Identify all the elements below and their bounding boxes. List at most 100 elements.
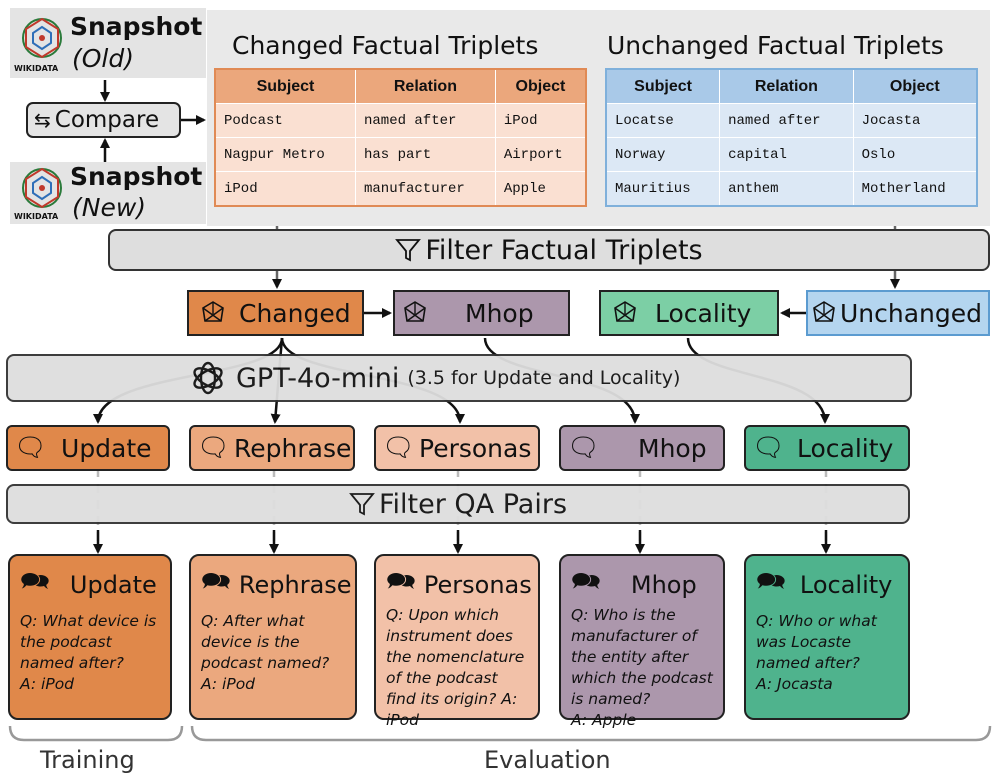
graph-icon: [202, 301, 224, 322]
wikidata-logo-text: WIKIDATA: [14, 64, 59, 73]
qa-personas-label: Personas: [419, 433, 532, 463]
card-personas-title: Personas: [423, 570, 532, 599]
column-header: Subject: [214, 68, 356, 104]
filter-factual-triplets-bar: Filter Factual Triplets: [108, 229, 990, 271]
qa-chat-icon: 🗨: [752, 433, 786, 463]
snapshot-new-tag: (New): [72, 193, 147, 222]
wikidata-logo-icon: [22, 167, 62, 209]
openai-logo-icon: [193, 361, 223, 395]
mhop-box: Mhop: [393, 290, 570, 336]
column-header: Relation: [354, 68, 496, 104]
card-update-answer: A: iPod: [20, 675, 75, 693]
card-mhop-title: Mhop: [630, 570, 697, 599]
table-cell: Airport: [494, 137, 587, 172]
training-label: Training: [40, 746, 135, 774]
filter-icon: [349, 493, 375, 516]
card-update-question: Q: What device is the podcast named afte…: [20, 612, 157, 672]
snapshot-old-tag: (Old): [72, 44, 134, 73]
changed-box: Changed: [187, 290, 364, 336]
card-mhop-question: Q: Who is the manufacturer of the entity…: [571, 606, 713, 708]
card-personas-question: Q: Upon which instrument does the nomenc…: [386, 606, 525, 729]
qa-mhop-box: 🗨 Mhop: [559, 425, 725, 471]
filter-qa-pairs-bar: Filter QA Pairs: [6, 484, 910, 524]
qa-personas-box: 🗨 Personas: [374, 425, 540, 471]
qa-chat-icon: 🗪: [201, 567, 231, 595]
table-cell: named after: [719, 103, 854, 138]
qa-chat-icon: 🗨: [14, 433, 48, 463]
qa-locality-label: Locality: [797, 433, 894, 463]
card-mhop-answer: A: Apple: [571, 711, 637, 729]
compare-box: ⇆ Compare: [26, 102, 181, 138]
filter-qa-pairs-label: Filter QA Pairs: [378, 488, 568, 520]
gpt-bar: GPT-4o-mini (3.5 for Update and Locality…: [6, 354, 912, 402]
changed-table-title: Changed Factual Triplets: [232, 31, 539, 60]
locality-box-label: Locality: [655, 298, 752, 328]
qa-chat-icon: 🗨: [197, 433, 231, 463]
wikidata-logo-icon: [22, 17, 62, 59]
snapshot-new: WIKIDATA Snapshot (New): [10, 162, 206, 224]
table-cell: Jocasta: [852, 103, 978, 138]
column-header: Object: [494, 68, 587, 104]
unchanged-box: Unchanged: [806, 290, 990, 336]
table-cell: named after: [354, 103, 496, 138]
card-update-title: Update: [69, 570, 157, 599]
qa-chat-icon: 🗨: [382, 433, 416, 463]
card-update: 🗪 Update Q: What device is the podcast na…: [8, 554, 172, 720]
gpt-note: (3.5 for Update and Locality): [407, 367, 681, 389]
mhop-box-label: Mhop: [465, 298, 534, 328]
changed-box-label: Changed: [239, 298, 351, 328]
table-cell: anthem: [719, 171, 854, 207]
qa-chat-icon: 🗪: [756, 567, 786, 595]
qa-mhop-label: Mhop: [638, 433, 707, 463]
table-cell: Apple: [494, 171, 587, 207]
unchanged-table-title: Unchanged Factual Triplets: [607, 31, 944, 60]
qa-update-label: Update: [61, 433, 152, 463]
evaluation-label: Evaluation: [484, 746, 611, 774]
table-cell: iPod: [214, 171, 356, 207]
card-locality: 🗪Locality Q: Who or what was Locaste nam…: [744, 554, 910, 720]
snapshot-new-title: Snapshot: [70, 162, 203, 191]
graph-icon: [614, 301, 636, 322]
table-cell: Motherland: [852, 171, 978, 207]
table-cell: iPod: [494, 103, 587, 138]
wikidata-logo-text: WIKIDATA: [14, 212, 59, 221]
table-cell: capital: [719, 137, 854, 172]
graph-icon: [813, 301, 835, 322]
column-header: Object: [852, 68, 978, 104]
snapshot-old-title: Snapshot: [70, 12, 203, 41]
table-cell: Podcast: [214, 103, 356, 138]
graph-icon: [404, 301, 426, 322]
card-personas: 🗪Personas Q: Upon which instrument does …: [374, 554, 540, 729]
card-rephrase-answer: A: iPod: [201, 675, 256, 693]
qa-chat-icon: 🗨: [567, 433, 601, 463]
snapshot-old: WIKIDATA Snapshot (Old): [10, 8, 206, 78]
card-rephrase-question: Q: After what device is the podcast name…: [201, 612, 330, 672]
qa-chat-icon: 🗪: [571, 567, 601, 595]
column-header: Relation: [719, 68, 854, 104]
qa-chat-icon: 🗪: [20, 567, 50, 595]
filter-icon: [395, 239, 422, 262]
filter-factual-triplets-label: Filter Factual Triplets: [425, 234, 703, 266]
locality-box: Locality: [599, 290, 779, 336]
column-header: Subject: [605, 68, 721, 104]
table-cell: has part: [354, 137, 496, 172]
table-cell: Oslo: [852, 137, 978, 172]
qa-update-box: 🗨 Update: [6, 425, 170, 471]
qa-rephrase-box: 🗨 Rephrase: [189, 425, 355, 471]
table-cell: manufacturer: [354, 171, 496, 207]
compare-label: Compare: [54, 107, 160, 133]
qa-chat-icon: 🗪: [386, 567, 416, 595]
qa-rephrase-label: Rephrase: [234, 433, 352, 463]
card-rephrase-title: Rephrase: [238, 570, 352, 599]
unchanged-box-label: Unchanged: [840, 298, 983, 328]
